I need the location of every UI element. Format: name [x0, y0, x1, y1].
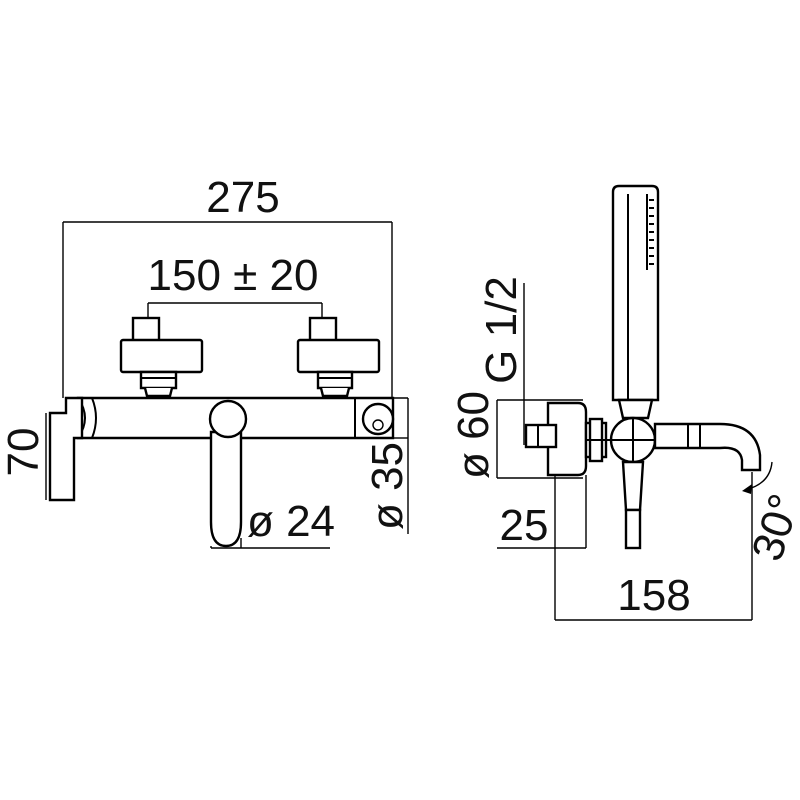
spray-nozzles: [649, 199, 654, 265]
side-connector: [524, 423, 558, 449]
dim-25-lines: [497, 475, 587, 620]
dim-158-lines: [555, 472, 753, 621]
side-flange: [524, 401, 588, 477]
right-handle: [296, 316, 381, 398]
side-view: G 1/2 ø 60: [449, 184, 800, 621]
angle-label: 30°: [743, 488, 800, 566]
left-handle: [119, 316, 204, 398]
dim-24-label: ø 24: [247, 497, 335, 546]
dim-275-lines: [62, 221, 393, 398]
thread-label: G 1/2: [477, 276, 526, 384]
dim-35-lines: [390, 397, 409, 534]
side-spout: [653, 422, 762, 472]
front-view: 275 150 ± 20: [0, 173, 412, 549]
dim-158-label: 158: [617, 571, 690, 620]
end-knob-inner: [372, 419, 384, 431]
hose-connector: [621, 460, 645, 550]
hand-shower: [611, 184, 660, 420]
dim-24-lines: [210, 538, 330, 549]
dim-60-label: ø 60: [449, 391, 498, 479]
wall-flange: [48, 396, 84, 502]
side-body: [584, 417, 615, 463]
dim-150-label: 150 ± 20: [148, 251, 319, 300]
angle-arc: [742, 461, 773, 494]
dim-275-label: 275: [206, 173, 279, 222]
dim-60-lines: [496, 399, 583, 479]
dim-35-label: ø 35: [363, 442, 412, 530]
end-knob: [361, 402, 395, 436]
dim-25-label: 25: [500, 501, 549, 550]
dim-70-label: 70: [0, 428, 48, 477]
spout: [208, 399, 248, 548]
